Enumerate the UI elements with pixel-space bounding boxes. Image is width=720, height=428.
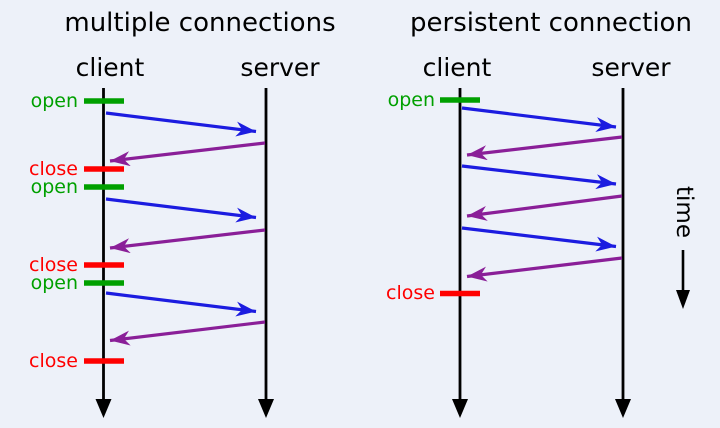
left-open-label-1: open <box>30 90 78 112</box>
left-request-arrow-1 <box>105 111 257 137</box>
right-server-lifeline-arrowhead-icon <box>615 399 631 418</box>
left-close-label-3: close <box>29 350 78 372</box>
left-response-arrow-3 <box>109 320 266 346</box>
left-client-lifeline-arrowhead-icon <box>95 399 112 418</box>
right-diagram <box>440 88 631 418</box>
right-request-arrow-2 <box>461 164 617 190</box>
left-diagram <box>84 88 274 418</box>
left-client-header: client <box>75 53 145 82</box>
right-response-arrow-2 <box>466 194 623 221</box>
left-response-arrow-2 <box>109 228 266 254</box>
left-request-arrow-3 <box>105 291 257 317</box>
time-axis-label: time <box>671 186 697 238</box>
right-request-arrow-3 <box>461 226 617 252</box>
right-open-label: open <box>387 89 435 111</box>
right-client-header: client <box>422 53 492 82</box>
left-server-lifeline-arrowhead-icon <box>258 399 274 418</box>
right-client-lifeline-arrowhead-icon <box>452 399 468 418</box>
left-request-arrow-2 <box>105 197 257 223</box>
right-response-arrow-3 <box>466 256 623 282</box>
left-close-label-2: close <box>29 254 78 276</box>
right-close-label: close <box>386 282 435 304</box>
left-response-arrow-1 <box>109 141 266 167</box>
time-arrow-head-icon <box>676 290 690 309</box>
left-open-label-3: open <box>30 272 78 294</box>
left-open-label-2: open <box>30 176 78 198</box>
left-server-header: server <box>240 53 320 82</box>
left-close-label-1: close <box>29 158 78 180</box>
left-diagram-title: multiple connections <box>64 8 336 38</box>
right-diagram-title: persistent connection <box>410 8 692 38</box>
right-server-header: server <box>591 53 671 82</box>
right-request-arrow-1 <box>461 106 617 132</box>
time-axis <box>676 250 690 309</box>
right-response-arrow-1 <box>466 135 623 161</box>
